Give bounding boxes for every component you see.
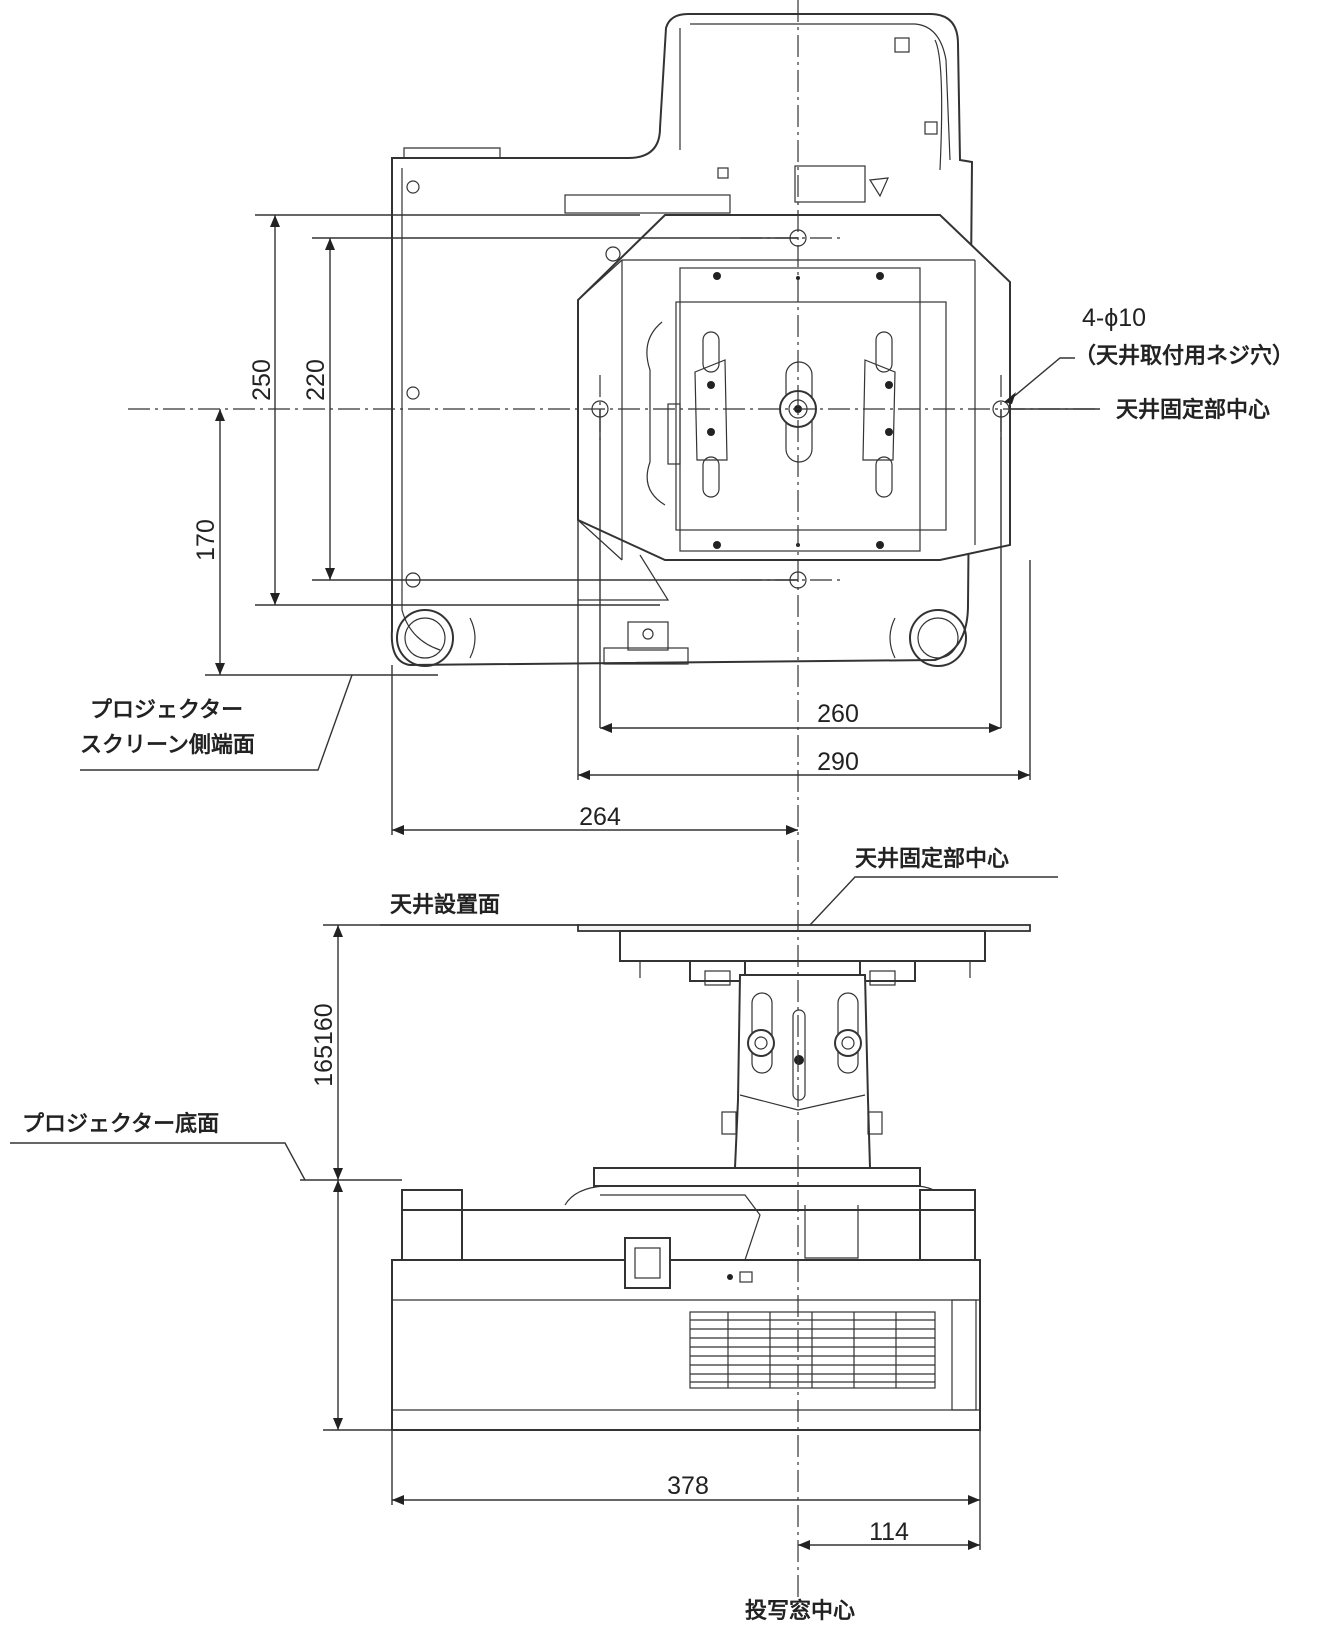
hole-note-label: （天井取付用ネジ穴） — [1074, 343, 1294, 369]
dim-290: 290 — [817, 748, 859, 776]
top-view: 250 220 170 260 290 264 4-ϕ10 （天井取付用ネジ穴）… — [80, 13, 1294, 835]
front-view: 165160 378 114 天井固定部中心 天井設置面 プロジェクター底面 投… — [10, 846, 1058, 1624]
ceiling-surface-label: 天井設置面 — [390, 892, 500, 918]
dim-114: 114 — [869, 1518, 909, 1546]
vent-grille — [689, 1311, 936, 1389]
lens-center-label: 投写窓中心 — [745, 1598, 855, 1624]
hole-spec-label: 4-ϕ10 — [1082, 304, 1146, 332]
projector-outline-top — [390, 13, 974, 667]
dim-165-160: 165160 — [310, 1003, 338, 1086]
screen-face-label-line2: スクリーン側端面 — [80, 733, 255, 758]
mount-center-label-top: 天井固定部中心 — [1116, 397, 1270, 423]
screen-face-label-line1: プロジェクター — [90, 698, 243, 723]
dim-220: 220 — [302, 359, 330, 401]
dim-250: 250 — [248, 359, 276, 401]
dim-264: 264 — [579, 803, 621, 831]
dim-378: 378 — [667, 1472, 709, 1500]
front-foot-left — [396, 609, 476, 667]
projector-bottom-label: プロジェクター底面 — [22, 1111, 219, 1137]
ceiling-mount-plate-top — [577, 214, 1011, 561]
front-foot-right — [889, 609, 967, 667]
mount-center-label-front: 天井固定部中心 — [855, 846, 1009, 872]
mount-column — [733, 974, 872, 1169]
dim-260: 260 — [817, 700, 859, 728]
projector-body-front — [391, 1189, 981, 1431]
dim-170: 170 — [192, 519, 220, 561]
